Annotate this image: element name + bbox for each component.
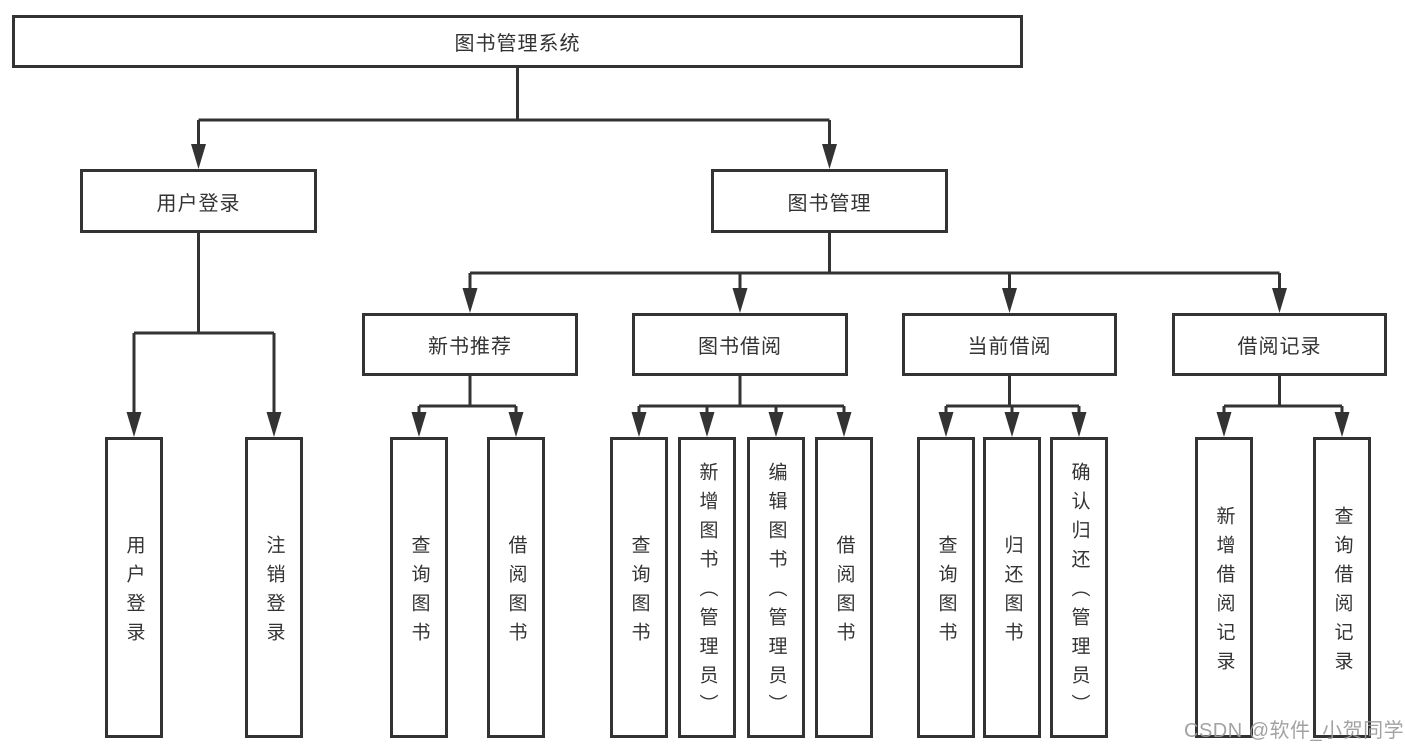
node-borrow-record: 借阅记录 — [1172, 313, 1387, 376]
node-query-borrow-record: 查询借阅记录 — [1313, 437, 1371, 738]
node-label: 注销登录 — [263, 534, 285, 651]
node-label: 用户登录 — [156, 192, 241, 215]
node-query-book: 查询图书 — [610, 437, 668, 738]
node-edit-book-admin: 编辑图书（管理员） — [747, 437, 805, 738]
node-user-login: 用户登录 — [80, 169, 317, 233]
node-label: 借阅图书 — [505, 534, 527, 651]
node-book-borrow: 图书借阅 — [632, 313, 848, 376]
node-label: 借阅记录 — [1237, 336, 1322, 358]
node-query-book-recommend: 查询图书 — [390, 437, 448, 738]
node-label: 确认归还（管理员） — [1068, 462, 1090, 723]
node-library-system: 图书管理系统 — [12, 15, 1023, 68]
node-label: 图书管理系统 — [454, 33, 581, 55]
node-label: 新书推荐 — [428, 336, 512, 358]
node-borrow-book: 借阅图书 — [815, 437, 873, 738]
node-user-login-action: 用户登录 — [105, 437, 163, 738]
node-add-borrow-record: 新增借阅记录 — [1195, 437, 1253, 738]
node-label: 查询借阅记录 — [1331, 505, 1353, 680]
node-label: 借阅图书 — [833, 534, 855, 651]
node-label: 查询图书 — [628, 534, 650, 651]
node-confirm-return-admin: 确认归还（管理员） — [1050, 437, 1108, 738]
node-label: 新增图书（管理员） — [696, 462, 718, 723]
node-label: 归还图书 — [1001, 534, 1023, 651]
node-borrow-book-recommend: 借阅图书 — [487, 437, 545, 738]
csdn-watermark: CSDN @软件_小贺同学 — [1184, 720, 1405, 742]
node-label: 新增借阅记录 — [1213, 505, 1235, 680]
node-logout-action: 注销登录 — [245, 437, 303, 738]
node-new-book-recommend: 新书推荐 — [362, 313, 578, 376]
node-book-management: 图书管理 — [711, 169, 948, 233]
node-query-book-current: 查询图书 — [917, 437, 975, 738]
node-add-book-admin: 新增图书（管理员） — [678, 437, 736, 738]
node-current-borrow: 当前借阅 — [902, 313, 1117, 376]
node-return-book: 归还图书 — [983, 437, 1041, 738]
node-label: 图书管理 — [787, 192, 872, 215]
node-label: 图书借阅 — [698, 336, 782, 358]
node-label: 查询图书 — [935, 534, 957, 651]
node-label: 查询图书 — [408, 534, 430, 651]
node-label: 用户登录 — [123, 534, 145, 651]
node-label: 当前借阅 — [967, 336, 1052, 358]
node-label: 编辑图书（管理员） — [765, 462, 787, 723]
